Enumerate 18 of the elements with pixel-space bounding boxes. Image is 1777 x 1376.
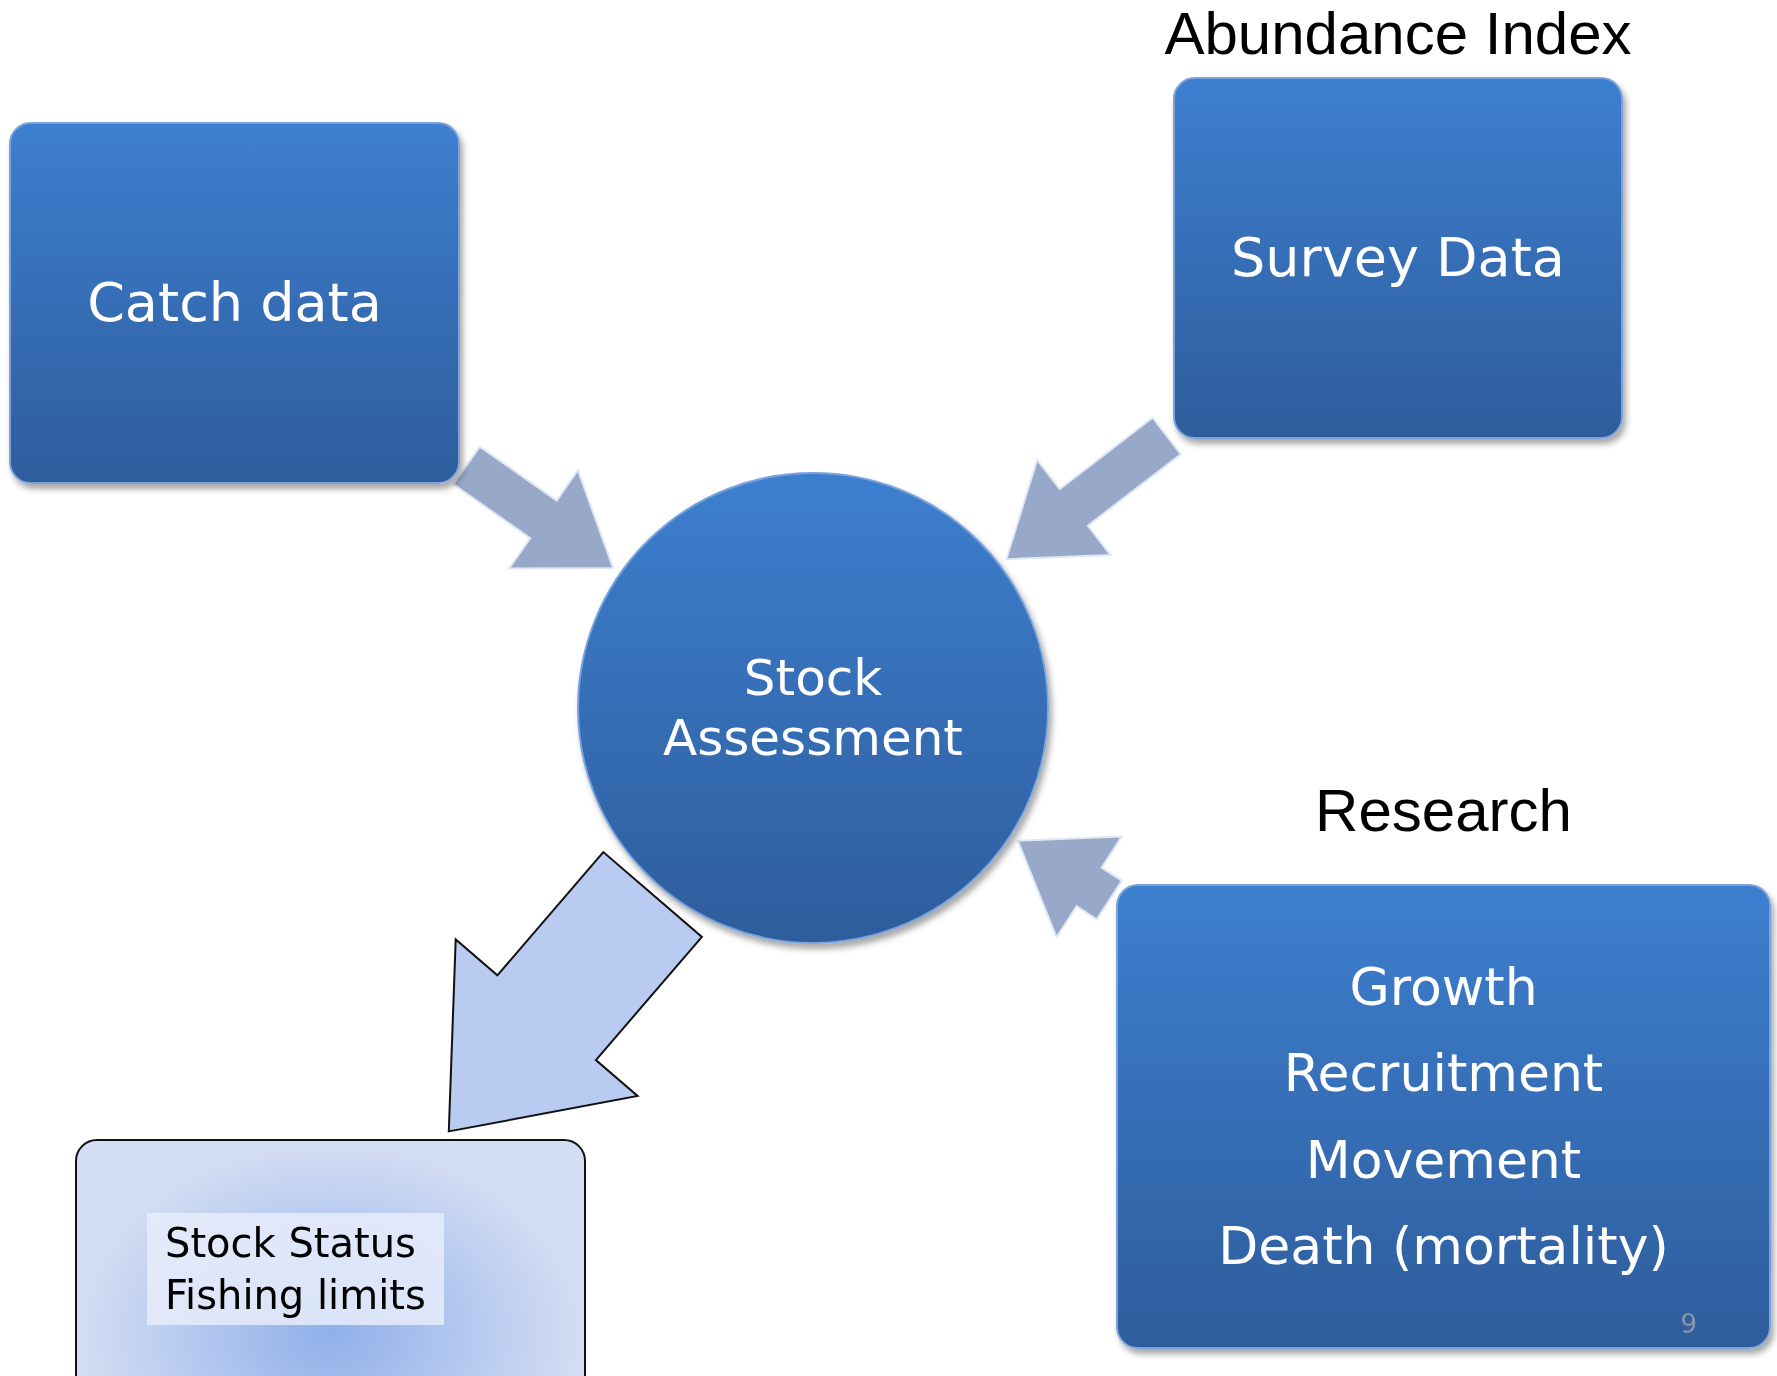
node-text: Recruitment [1283,1042,1604,1105]
heading: Abundance Index [1164,0,1632,68]
block-arrow [452,445,615,570]
node-text: Survey Data [1231,225,1565,291]
heading: Research [1315,776,1572,845]
node-text: Movement [1305,1128,1582,1191]
block-arrow [1005,416,1183,561]
data-box [9,122,460,484]
output-text: Stock Status [165,1219,416,1268]
page-number: 9 [1680,1309,1697,1339]
node-text: Stock Assessment [663,648,963,768]
node-text: Growth [1349,955,1538,1019]
block-arrow [447,850,704,1133]
node-text: Catch data [87,270,382,336]
output-box [75,1139,586,1376]
node-text: Death (mortality) [1218,1214,1669,1278]
block-arrow [1016,835,1124,940]
output-text: Fishing limits [165,1271,426,1320]
